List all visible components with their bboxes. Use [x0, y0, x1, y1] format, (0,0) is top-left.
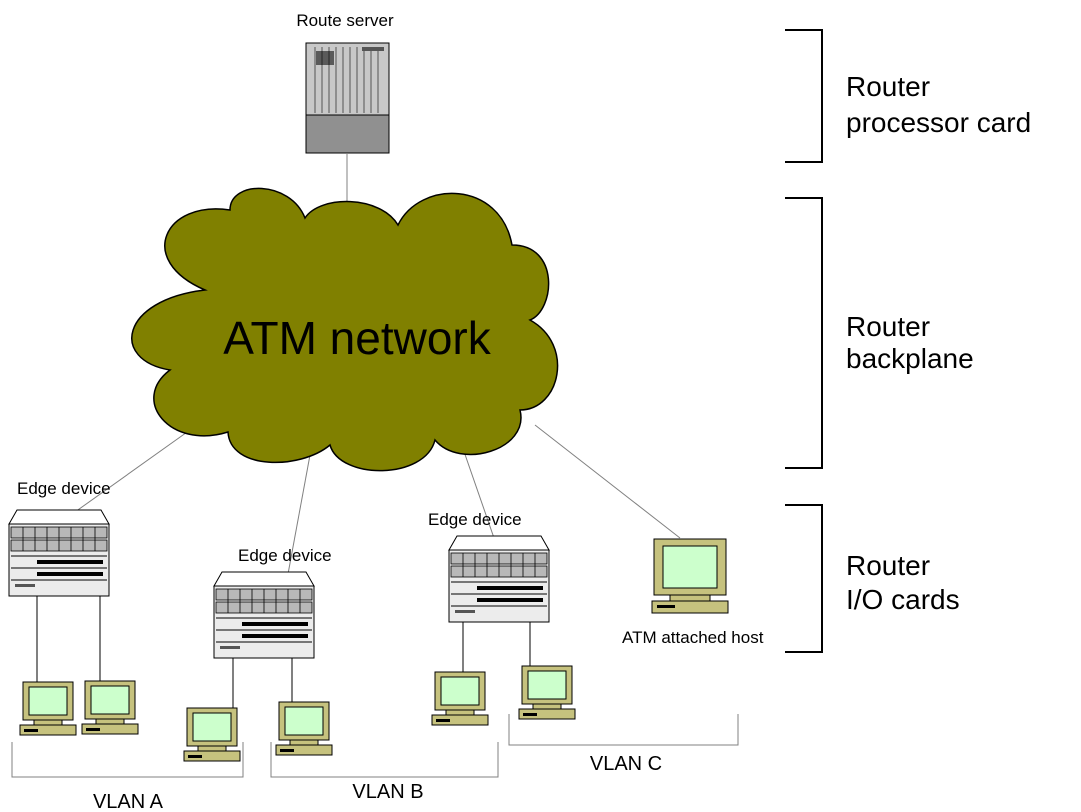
cloud-icon: [131, 187, 559, 472]
vlan-c-label: VLAN C: [590, 753, 662, 775]
atm-attached-host: ATM attached host: [622, 538, 764, 647]
vlan-b-label: VLAN B: [352, 781, 423, 803]
lan-lines: [36, 596, 531, 708]
switch-icon: [213, 571, 315, 659]
connector-lines: [74, 154, 681, 575]
route-server: Route server: [296, 11, 394, 154]
atm-network-cloud: ATM network: [131, 187, 559, 472]
computer-icon: [518, 665, 576, 720]
switch-icon: [8, 509, 110, 597]
edge-device-3: Edge device: [428, 510, 550, 623]
bracket-backplane-line2: backplane: [846, 343, 974, 374]
vlan-a-label: VLAN A: [93, 791, 164, 812]
switch-icon: [448, 535, 550, 623]
bracket-backplane: Router backplane: [785, 197, 974, 469]
computer-icon: [275, 701, 333, 756]
edge-device-3-label: Edge device: [428, 510, 522, 529]
edge-device-2: Edge device: [213, 546, 332, 659]
bracket-processor-card-line2: processor card: [846, 107, 1031, 138]
atm-host-label: ATM attached host: [622, 628, 764, 647]
edge-device-1-label: Edge device: [17, 479, 111, 498]
computer-icon: [19, 681, 77, 736]
computer-icon: [431, 671, 489, 726]
bracket-processor-card-line1: Router: [846, 71, 930, 102]
vlan-b-group: VLAN B: [270, 742, 499, 803]
computer-icon: [651, 538, 729, 614]
cloud-label: ATM network: [223, 312, 492, 364]
bracket-io-cards-line2: I/O cards: [846, 584, 960, 615]
vlan-c-group: VLAN C: [508, 714, 739, 775]
bracket-processor-card: Router processor card: [785, 29, 1031, 163]
route-server-label: Route server: [296, 11, 394, 30]
computer-icon: [81, 680, 139, 735]
edge-device-1: Edge device: [8, 479, 111, 597]
bracket-io-cards: Router I/O cards: [785, 504, 960, 653]
bracket-backplane-line1: Router: [846, 311, 930, 342]
computer-icon: [183, 707, 241, 762]
vlan-a-group: VLAN A: [11, 742, 244, 812]
edge-device-2-label: Edge device: [238, 546, 332, 565]
route-server-icon: [305, 42, 390, 154]
bracket-io-cards-line1: Router: [846, 550, 930, 581]
